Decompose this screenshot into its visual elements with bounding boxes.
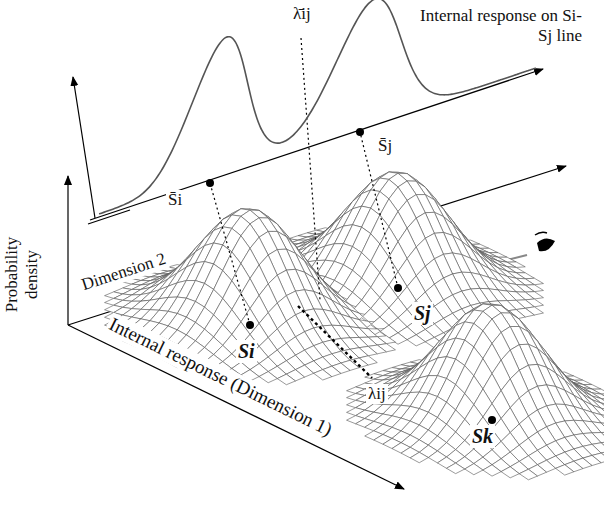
criterion-projection xyxy=(301,38,320,300)
marginal-curve xyxy=(99,0,536,214)
stimulus-label: Si xyxy=(236,340,257,363)
mesh-cell xyxy=(277,374,295,385)
marginal-density-axis xyxy=(73,77,95,218)
projection-lines xyxy=(210,38,398,378)
axis-title: Probability density xyxy=(2,223,41,327)
marginal-axis-double xyxy=(88,210,130,224)
mesh-cell xyxy=(447,463,465,474)
eye-symbol xyxy=(535,232,555,251)
mesh-cell xyxy=(556,465,574,475)
criterion-label: λij xyxy=(366,384,388,404)
marginal-axis xyxy=(90,69,543,220)
mean-dot xyxy=(206,179,214,187)
density-axis xyxy=(67,176,68,325)
mean-label: S̄i xyxy=(166,190,184,210)
mesh-cell xyxy=(259,372,277,383)
mean-dot xyxy=(488,416,496,424)
mesh-cell xyxy=(465,464,483,475)
mesh-cell xyxy=(483,465,501,476)
projection-line xyxy=(210,183,250,325)
axis-title: Internal response on Si-Sj line xyxy=(410,6,584,45)
mesh-cell xyxy=(410,452,428,462)
dimension1-axis xyxy=(68,325,404,489)
projection-line xyxy=(360,132,398,288)
gaussian-meshes xyxy=(105,172,604,480)
mean-dot xyxy=(246,321,254,329)
mesh-cell xyxy=(501,467,519,478)
dimension2-axis xyxy=(68,166,566,325)
mesh-cell xyxy=(407,335,425,346)
stimulus-label: Sk xyxy=(470,425,495,448)
mesh-cell xyxy=(519,469,537,480)
criterion-line xyxy=(298,306,372,378)
mesh-cell xyxy=(314,370,332,380)
mean-dot xyxy=(394,284,402,292)
criterion-label: λ̄ij xyxy=(291,4,313,24)
mean-dot xyxy=(356,128,364,136)
mean-label: S̄j xyxy=(376,136,394,156)
axes xyxy=(68,69,566,489)
stimulus-label: Sj xyxy=(412,302,433,325)
